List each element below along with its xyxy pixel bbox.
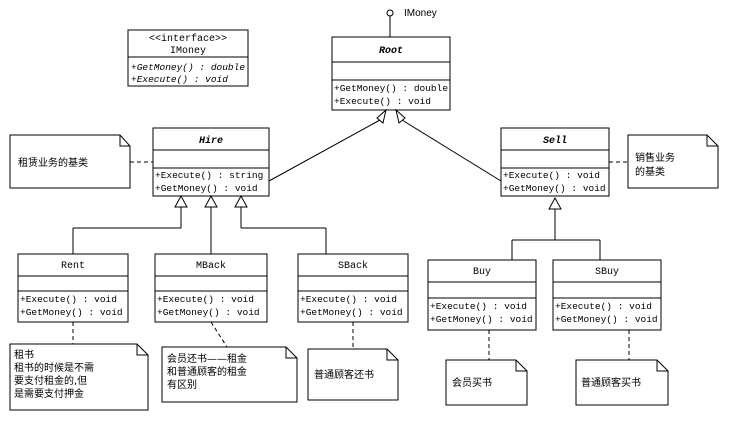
- class-sell[interactable]: Sell +Execute() : void +GetMoney() : voi…: [500, 127, 610, 197]
- note-hire: 租赁业务的基类: [9, 134, 153, 189]
- generalization-sback-hire: [234, 194, 327, 254]
- generalization-mback-hire: [204, 194, 218, 254]
- note-line: 和普通顾客的租金: [167, 365, 247, 378]
- class-name: Sell: [543, 135, 567, 147]
- class-op: +GetMoney() : void: [503, 183, 606, 194]
- class-op: +GetMoney() : void: [20, 307, 123, 318]
- note-line: 销售业务: [635, 151, 675, 164]
- class-name: Hire: [199, 135, 223, 147]
- class-op: +Execute() : void: [300, 294, 397, 305]
- note-sell: 销售业务 的基类: [609, 134, 719, 189]
- note-sback: 普通顾客还书: [307, 322, 399, 401]
- class-sbuy[interactable]: SBuy +Execute() : void +GetMoney() : voi…: [552, 259, 662, 331]
- interface-stereotype: <<interface>>: [149, 33, 227, 45]
- note-line: 的基类: [635, 165, 665, 178]
- class-name: Rent: [61, 261, 85, 272]
- generalization-buy-sell: [511, 196, 601, 260]
- note-line: 普通顾客买书: [581, 376, 641, 389]
- class-mback[interactable]: MBack +Execute() : void +GetMoney() : vo…: [154, 253, 268, 323]
- class-sback[interactable]: SBack +Execute() : void +GetMoney() : vo…: [297, 253, 409, 323]
- note-mback: 会员还书——租金 和普通顾客的租金 有区别: [161, 321, 298, 403]
- class-op: +GetMoney() : void: [430, 314, 533, 325]
- class-op: +GetMoney() : void: [157, 307, 260, 318]
- note-line: 会员还书——租金: [167, 352, 247, 365]
- note-line: 租赁业务的基类: [18, 156, 88, 169]
- note-sbuy: 普通顾客买书: [575, 330, 669, 406]
- interface-imoney[interactable]: <<interface>> IMoney +GetMoney() : doubl…: [127, 29, 249, 87]
- note-line: 租书: [14, 348, 34, 361]
- class-name: SBuy: [595, 267, 619, 278]
- class-hire[interactable]: Hire +Execute() : string +GetMoney() : v…: [152, 127, 270, 197]
- generalization-hire-root: [268, 108, 387, 182]
- note-buy: 会员买书: [445, 330, 528, 406]
- class-name: SBack: [338, 260, 368, 272]
- note-line: 有区别: [167, 378, 197, 391]
- lollipop-imoney: IMoney: [386, 8, 437, 37]
- class-op: +Execute() : void: [430, 301, 527, 312]
- class-op: +GetMoney() : double: [334, 83, 448, 94]
- class-op: +Execute() : void: [555, 301, 652, 312]
- class-op: +GetMoney() : void: [555, 314, 658, 325]
- class-buy[interactable]: Buy +Execute() : void +GetMoney() : void: [427, 259, 537, 331]
- interface-op: +Execute() : void: [131, 74, 228, 85]
- note-line: 会员买书: [452, 376, 492, 389]
- class-op: +Execute() : void: [157, 294, 254, 305]
- generalization-rent-hire: [72, 194, 188, 254]
- class-op: +Execute() : void: [503, 170, 600, 181]
- note-line: 要支付租金的,但: [14, 374, 87, 387]
- class-op: +GetMoney() : void: [300, 307, 403, 318]
- note-line: 租书的时候是不需: [14, 361, 94, 374]
- interface-name: IMoney: [170, 46, 206, 57]
- class-op: +GetMoney() : void: [155, 183, 258, 194]
- note-line: 普通顾客还书: [314, 368, 374, 381]
- class-name: Root: [379, 46, 403, 57]
- class-op: +Execute() : string: [155, 170, 263, 181]
- note-rent: 租书 租书的时候是不需 要支付租金的,但 是需要支付押金: [9, 322, 149, 411]
- lollipop-label: IMoney: [404, 8, 437, 19]
- class-op: +Execute() : void: [334, 96, 431, 107]
- class-root[interactable]: Root +GetMoney() : double +Execute() : v…: [331, 36, 451, 111]
- interface-op: +GetMoney() : double: [131, 62, 245, 73]
- class-name: MBack: [196, 260, 226, 272]
- note-line: 是需要支付押金: [14, 387, 84, 400]
- class-rent[interactable]: Rent +Execute() : void +GetMoney() : voi…: [17, 253, 129, 323]
- class-op: +Execute() : void: [20, 294, 117, 305]
- class-name: Buy: [473, 267, 491, 278]
- generalization-sell-root: [395, 108, 502, 182]
